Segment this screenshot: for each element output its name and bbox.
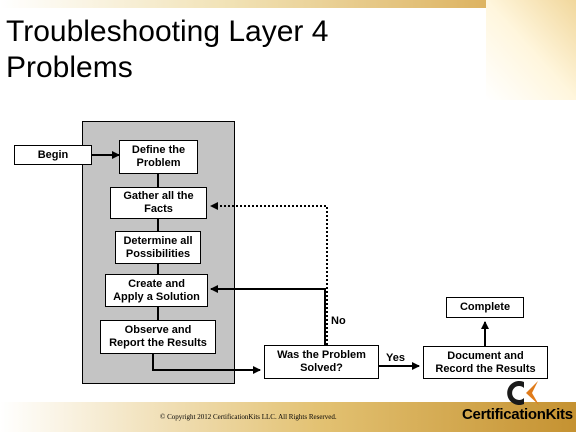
observe-to-decision-arrow (152, 354, 261, 374)
step-observe-line2: Report the Results (109, 337, 207, 349)
document-record-results: Document and Record the Results (423, 346, 548, 379)
footer-band (0, 402, 576, 432)
begin-label: Begin (37, 148, 69, 161)
decision-line1: Was the Problem (277, 349, 366, 361)
step-gather-facts: Gather all the Facts (110, 187, 207, 219)
slide-title: Troubleshooting Layer 4 Problems (6, 14, 426, 86)
certificationkits-logo: CertificationKits (462, 378, 576, 432)
step-define-line1: Define the (131, 144, 186, 156)
ck-logo-mark-icon (507, 381, 539, 405)
title-line-2: Problems (6, 51, 133, 84)
no-to-create-arrow (210, 285, 326, 345)
dotted-to-gather-arrow (210, 202, 328, 345)
top-decorative-stripe (0, 0, 576, 8)
step-create-line1: Create and (128, 277, 185, 290)
title-line-1: Troubleshooting Layer 4 (6, 15, 329, 48)
step-determine-possibilities: Determine all Possibilities (115, 231, 201, 264)
step-create-line2: Apply a Solution (113, 290, 200, 303)
logo-text: CertificationKits (462, 406, 573, 423)
document-line2: Record the Results (435, 362, 536, 375)
complete-label: Complete (459, 301, 511, 313)
document-line1: Document and (447, 349, 524, 362)
step-observe-report: Observe and Report the Results (100, 320, 216, 354)
step-observe-line1: Observe and (124, 324, 192, 336)
decision-line2: Solved? (300, 362, 343, 374)
step-gather-line2: Facts (144, 203, 173, 215)
step-create-apply-solution: Create and Apply a Solution (105, 274, 208, 307)
step-determine-line1: Determine all (123, 234, 193, 247)
begin-box: Begin (14, 145, 92, 165)
corner-decoration (486, 0, 576, 100)
no-branch-label: No (331, 315, 346, 327)
step-gather-line1: Gather all the (123, 190, 194, 202)
decision-problem-solved: Was the Problem Solved? (264, 345, 379, 379)
step-define-line2: Problem (136, 157, 181, 169)
copyright-text: © Copyright 2012 CertificationKits LLC. … (160, 413, 337, 421)
step-define-problem: Define the Problem (119, 140, 198, 174)
complete-box: Complete (446, 297, 524, 318)
yes-branch-label: Yes (386, 352, 405, 364)
step-determine-line2: Possibilities (125, 247, 191, 260)
